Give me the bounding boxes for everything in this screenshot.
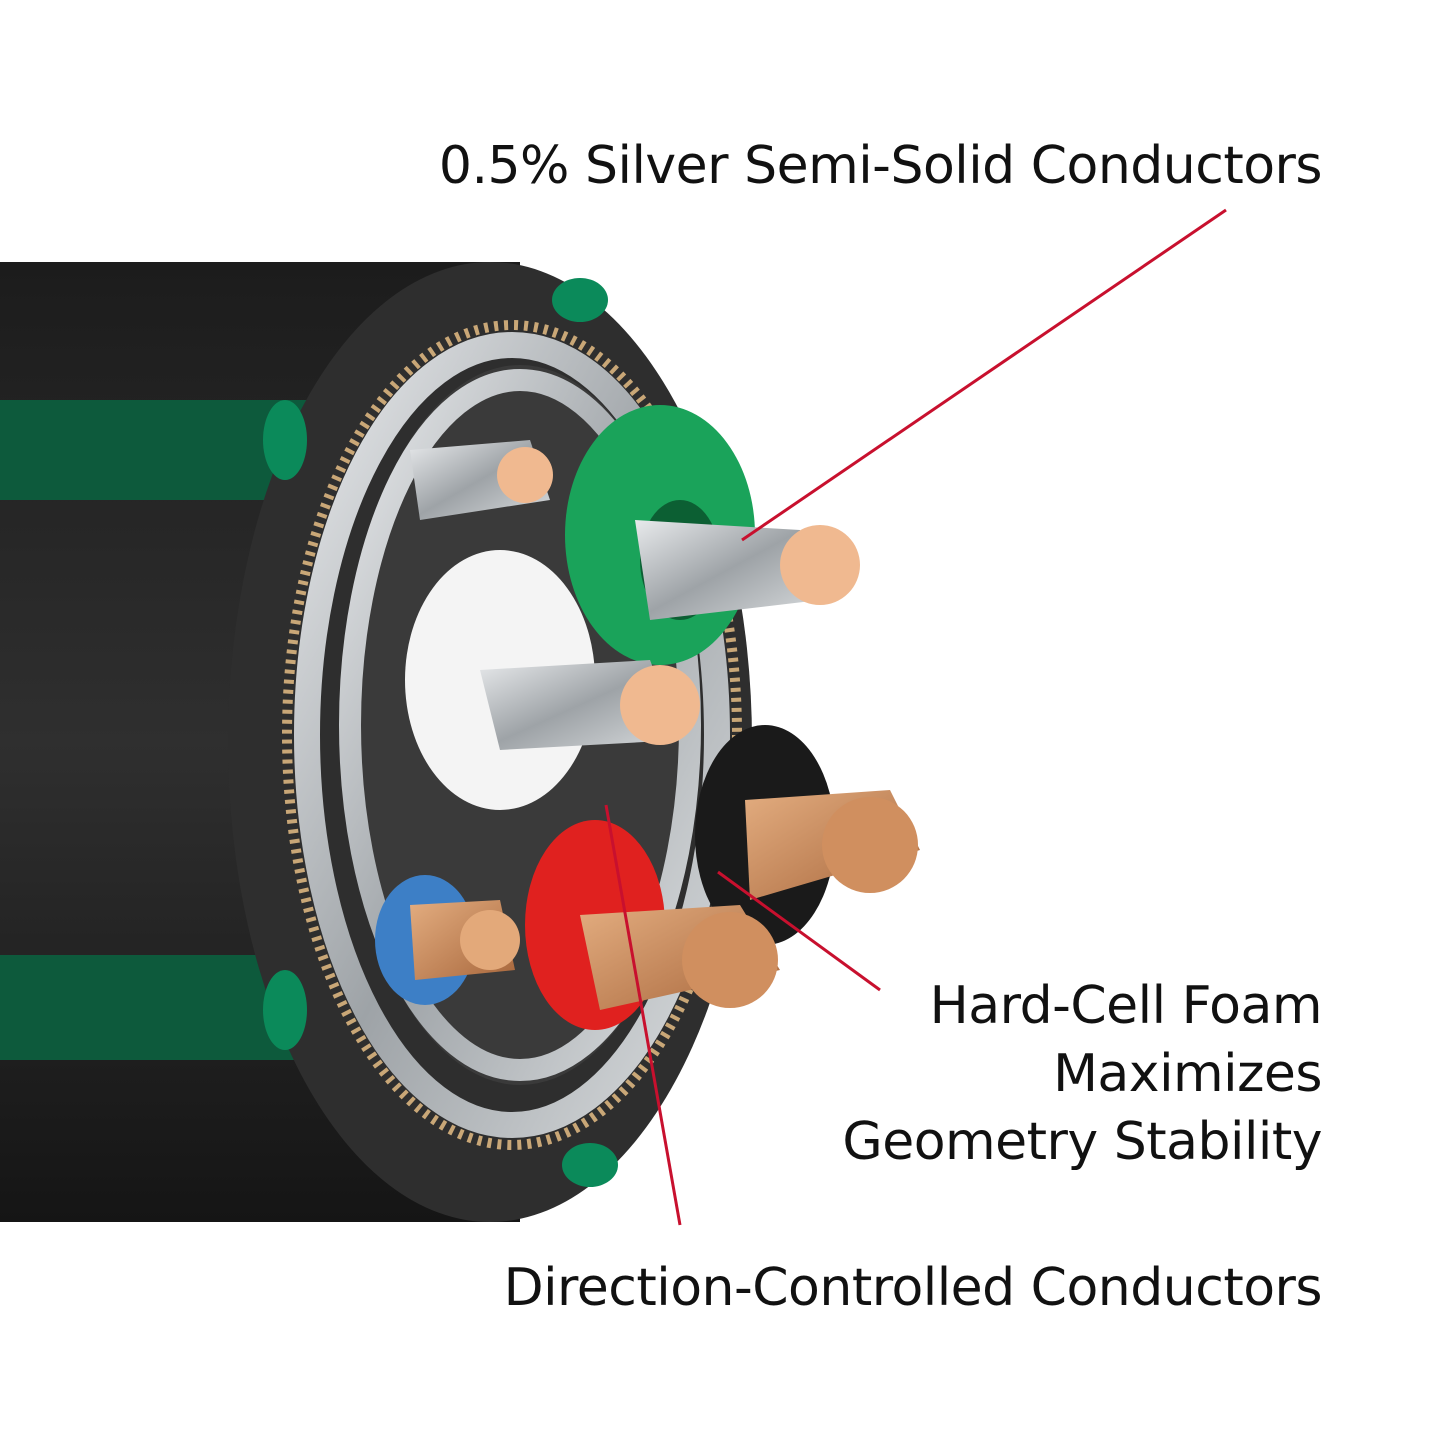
callout-foam: Hard-Cell Foam Maximizes Geometry Stabil…: [842, 972, 1322, 1176]
conductor-white: [405, 550, 700, 810]
callout-foam-line1: Hard-Cell Foam: [929, 976, 1323, 1036]
callout-foam-line3: Geometry Stability: [842, 1112, 1322, 1172]
leader-line-foam: [717, 870, 881, 992]
conductor-blue: [375, 875, 520, 1005]
leader-line-direction: [604, 804, 682, 1226]
conductor-black: [695, 725, 920, 945]
callout-silver-conductors: 0.5% Silver Semi-Solid Conductors: [438, 136, 1323, 196]
conductor-green: [565, 405, 860, 665]
conductor-red: [525, 820, 780, 1030]
leader-line-silver: [741, 208, 1227, 542]
conductor-silver-upper: [410, 440, 553, 520]
callout-foam-line2: Maximizes: [1053, 1044, 1322, 1104]
callout-direction-conductors: Direction-Controlled Conductors: [503, 1258, 1323, 1318]
